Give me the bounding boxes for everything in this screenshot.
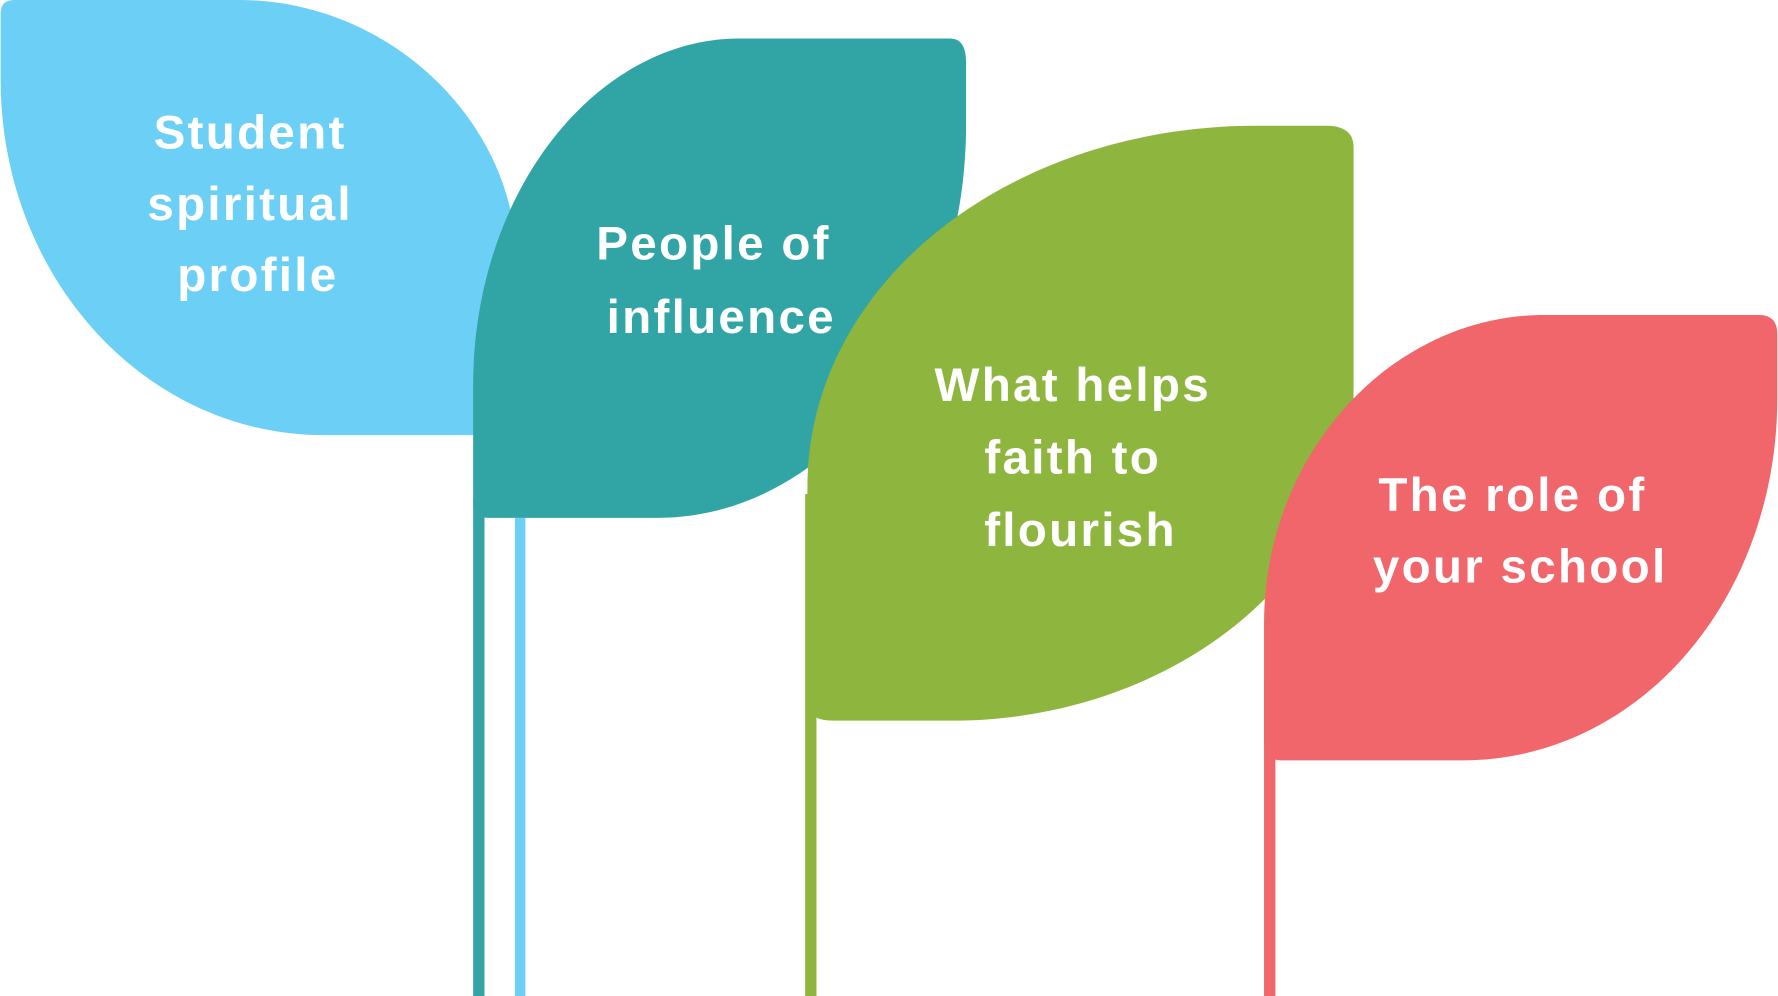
leaf-student-spiritual-profile	[0, 0, 517, 436]
red-stem	[1264, 679, 1276, 996]
leaf-what-helps-faith-to-flourish	[807, 125, 1354, 721]
blue-stem-front	[515, 517, 526, 996]
label-student-spiritual-profile: Student spiritual profile	[147, 106, 368, 302]
label-people-of-influence: People of influence	[596, 217, 846, 344]
green-stem	[805, 494, 817, 996]
teal-stem	[473, 498, 485, 996]
label-what-helps-faith-to-flourish: What helps faith to flourish	[935, 359, 1227, 557]
label-role-of-your-school: The role of your school	[1373, 469, 1668, 593]
leaf-role-of-your-school	[1264, 315, 1778, 761]
